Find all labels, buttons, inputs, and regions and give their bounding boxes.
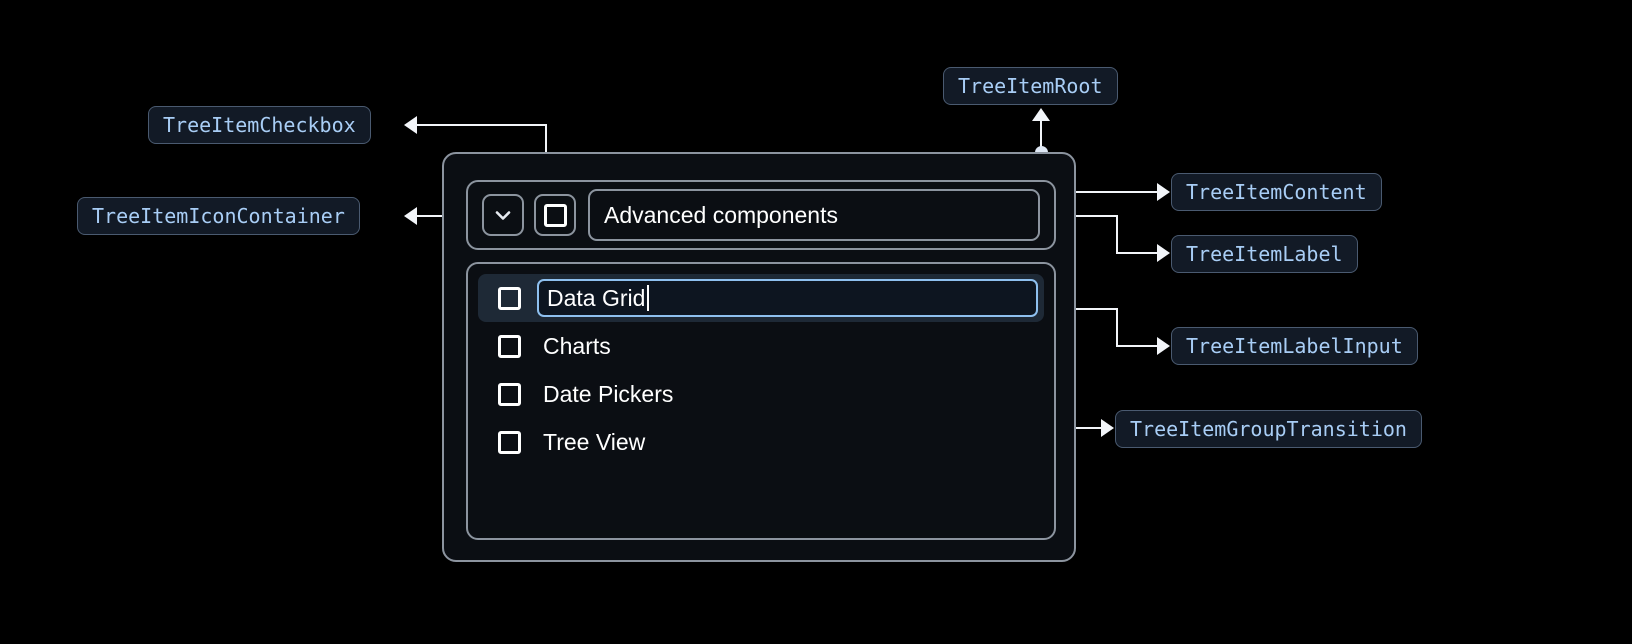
annotation-label: TreeItemContent (1186, 180, 1367, 204)
connector-label-input-arrowhead (1157, 337, 1170, 355)
tree-item-label-text: Tree View (543, 428, 646, 455)
tree-item-label-text: Charts (543, 332, 611, 359)
annotation-label: TreeItemGroupTransition (1130, 417, 1407, 441)
connector-group-transition-arrowhead (1101, 419, 1114, 437)
connector-label-arrowhead (1157, 244, 1170, 262)
tree-item-icon-container[interactable] (482, 194, 524, 236)
tree-item-child-row-tree-view[interactable]: Tree View (478, 418, 1044, 466)
chevron-down-icon (491, 203, 515, 227)
annotation-chip-tree-item-label-input: TreeItemLabelInput (1171, 327, 1418, 365)
tree-item-label[interactable]: Advanced components (588, 189, 1040, 241)
annotation-label: TreeItemLabel (1186, 242, 1343, 266)
tree-item-label-text: Date Pickers (543, 380, 674, 407)
tree-item-root[interactable]: Advanced components Data Grid Charts Dat… (442, 152, 1076, 562)
annotation-label: TreeItemCheckbox (163, 113, 356, 137)
checkbox-unchecked-icon (543, 203, 567, 227)
annotation-label: TreeItemLabelInput (1186, 334, 1403, 358)
checkbox-unchecked-icon[interactable] (498, 430, 521, 454)
checkbox-unchecked-icon[interactable] (498, 382, 521, 406)
connector-content-horizontal (1053, 191, 1159, 193)
checkbox-unchecked-icon[interactable] (498, 286, 521, 310)
tree-item-checkbox[interactable] (534, 194, 576, 236)
text-caret (647, 285, 650, 311)
connector-icon-container-arrowhead (404, 207, 417, 225)
connector-checkbox-horizontal (406, 124, 547, 126)
tree-item-child-row-date-pickers[interactable]: Date Pickers (478, 370, 1044, 418)
connector-root-vertical (1040, 118, 1042, 154)
tree-item-label-input[interactable]: Data Grid (537, 279, 1038, 317)
annotation-chip-tree-item-label: TreeItemLabel (1171, 235, 1358, 273)
annotation-label: TreeItemRoot (958, 74, 1103, 98)
tree-item-group-transition: Data Grid Charts Date Pickers Tree View (466, 262, 1056, 540)
annotation-label: TreeItemIconContainer (92, 204, 345, 228)
connector-checkbox-arrowhead (404, 116, 417, 134)
connector-content-arrowhead (1157, 183, 1170, 201)
connector-label-horizontal-a (1041, 215, 1118, 217)
tree-item-child-row-charts[interactable]: Charts (478, 322, 1044, 370)
tree-item-label-text: Advanced components (604, 201, 838, 228)
connector-label-vertical (1116, 215, 1118, 254)
connector-root-arrowhead (1032, 108, 1050, 121)
connector-label-input-vertical (1116, 308, 1118, 347)
connector-label-input-horizontal-a (1041, 308, 1118, 310)
annotation-chip-tree-item-group-transition: TreeItemGroupTransition (1115, 410, 1422, 448)
checkbox-unchecked-icon[interactable] (498, 334, 521, 358)
tree-item-child-row-data-grid[interactable]: Data Grid (478, 274, 1044, 322)
annotation-chip-tree-item-checkbox: TreeItemCheckbox (148, 106, 371, 144)
connector-label-horizontal-b (1116, 252, 1159, 254)
annotation-chip-tree-item-root: TreeItemRoot (943, 67, 1118, 105)
annotation-chip-tree-item-icon-container: TreeItemIconContainer (77, 197, 360, 235)
tree-item-content[interactable]: Advanced components (466, 180, 1056, 250)
connector-label-input-horizontal-b (1116, 345, 1159, 347)
annotation-chip-tree-item-content: TreeItemContent (1171, 173, 1382, 211)
tree-item-label-input-value: Data Grid (547, 284, 646, 311)
connector-group-transition-horizontal (1053, 427, 1103, 429)
